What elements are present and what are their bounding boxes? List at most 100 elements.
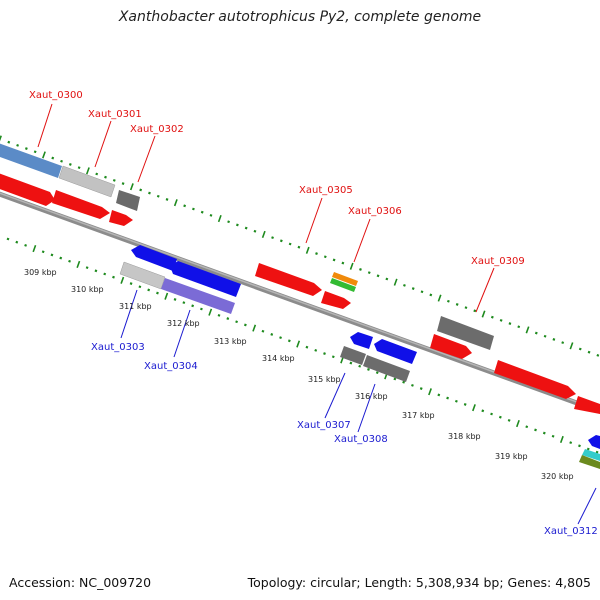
gene-xaut-0312-olive[interactable]: [579, 455, 600, 469]
minor-tick: [578, 347, 582, 351]
minor-tick: [402, 380, 406, 384]
kbp-label: 314 kbp: [262, 354, 295, 363]
label-xaut-0308[interactable]: Xaut_0308: [334, 434, 388, 445]
minor-tick: [552, 338, 556, 341]
genome-backbone: [0, 191, 600, 415]
label-xaut-0307[interactable]: Xaut_0307: [297, 420, 351, 431]
major-tick: [349, 262, 354, 270]
minor-tick: [341, 261, 345, 265]
gene-arrow-fwd-4[interactable]: [255, 263, 322, 296]
gene-xaut-0307[interactable]: [340, 346, 366, 365]
minor-tick: [437, 393, 441, 397]
label-xaut-0300[interactable]: Xaut_0300: [29, 90, 83, 101]
major-tick: [32, 244, 37, 253]
gene-arrow-fwd-2[interactable]: [52, 190, 110, 219]
label-xaut-0312[interactable]: Xaut_0312: [544, 526, 598, 537]
label-xaut-0303[interactable]: Xaut_0303: [91, 342, 145, 353]
minor-tick: [200, 210, 204, 214]
minor-tick: [542, 431, 546, 435]
minor-tick: [323, 352, 326, 355]
kbp-scale-labels: 309 kbp 310 kbp 311 kbp 312 kbp 313 kbp …: [24, 268, 574, 481]
minor-tick: [499, 318, 503, 322]
gene-arrow-fwd-3[interactable]: [109, 210, 133, 226]
accession-text: Accession: NC_009720: [9, 575, 152, 590]
minor-tick: [77, 166, 81, 170]
minor-tick: [464, 306, 468, 310]
minor-tick: [595, 450, 599, 454]
gene-arrow-rev-3[interactable]: [350, 332, 373, 349]
gene-arrow-rev-5[interactable]: [588, 435, 600, 449]
label-xaut-0309[interactable]: Xaut_0309: [471, 256, 525, 267]
gene-arrow-fwd-1[interactable]: [0, 170, 55, 206]
gene-xaut-0304[interactable]: [161, 278, 235, 314]
gene-xaut-0306-orange[interactable]: [332, 272, 358, 286]
minor-tick: [191, 304, 195, 308]
minor-tick: [534, 428, 537, 432]
minor-tick: [429, 293, 433, 297]
minor-tick: [244, 226, 248, 230]
gene-xaut-0306-green[interactable]: [330, 278, 356, 292]
minor-tick: [261, 329, 265, 333]
minor-tick: [332, 258, 336, 262]
minor-tick: [490, 315, 494, 319]
minor-tick: [24, 243, 27, 247]
gene-xaut-0300[interactable]: [0, 140, 62, 178]
gene-xaut-0309[interactable]: [437, 316, 494, 350]
gene-xaut-0301[interactable]: [58, 165, 116, 198]
kbp-label: 319 kbp: [495, 452, 528, 461]
gene-arrow-fwd-6[interactable]: [430, 334, 472, 359]
minor-tick: [41, 250, 45, 254]
minor-tick: [6, 237, 10, 241]
gene-arrow-fwd-7[interactable]: [494, 360, 576, 399]
minor-tick: [156, 194, 160, 198]
major-tick: [0, 135, 2, 142]
inner-tick-ring: [6, 237, 599, 454]
label-xaut-0302[interactable]: Xaut_0302: [130, 124, 184, 135]
minor-tick: [490, 412, 493, 416]
minor-tick: [16, 143, 19, 147]
label-xaut-0306[interactable]: Xaut_0306: [348, 206, 402, 217]
minor-tick: [411, 383, 414, 387]
minor-tick: [85, 266, 89, 270]
minor-tick: [543, 334, 547, 338]
gene-layer: [0, 140, 600, 469]
gene-xaut-0308[interactable]: [363, 355, 410, 382]
label-xaut-0301[interactable]: Xaut_0301: [88, 109, 142, 120]
minor-tick: [235, 223, 239, 227]
minor-tick: [288, 242, 292, 246]
minor-tick: [112, 178, 116, 182]
minor-tick: [243, 323, 247, 327]
gene-xaut-0302[interactable]: [116, 190, 140, 211]
major-tick: [173, 199, 178, 207]
minor-tick: [287, 339, 291, 343]
minor-tick: [68, 259, 71, 263]
minor-tick: [50, 253, 54, 257]
major-tick: [296, 340, 301, 348]
label-xaut-0304[interactable]: Xaut_0304: [144, 361, 198, 372]
minor-tick: [139, 188, 143, 192]
gene-arrow-rev-2[interactable]: [170, 261, 241, 297]
minor-tick: [315, 252, 318, 255]
gene-xaut-0312-cyan[interactable]: [582, 449, 600, 461]
major-tick: [42, 151, 46, 159]
gene-arrow-fwd-8[interactable]: [574, 396, 600, 414]
minor-tick: [103, 272, 107, 276]
gene-arrow-rev-1[interactable]: [131, 245, 177, 271]
reverse-leader-lines: [120, 289, 597, 525]
kbp-label: 318 kbp: [448, 432, 481, 441]
minor-tick: [138, 285, 142, 289]
label-xaut-0305[interactable]: Xaut_0305: [299, 185, 353, 196]
gene-xaut-0303[interactable]: [119, 261, 166, 290]
major-tick: [428, 388, 432, 396]
gene-arrow-rev-4[interactable]: [374, 339, 417, 364]
gene-arrow-fwd-5[interactable]: [321, 291, 351, 309]
major-tick: [208, 308, 213, 316]
minor-tick: [270, 333, 274, 336]
minor-tick: [367, 271, 371, 275]
kbp-label: 313 kbp: [214, 337, 247, 346]
minor-tick: [473, 309, 477, 313]
minor-tick: [508, 322, 512, 325]
kbp-label: 315 kbp: [308, 375, 341, 384]
minor-tick: [60, 159, 63, 163]
